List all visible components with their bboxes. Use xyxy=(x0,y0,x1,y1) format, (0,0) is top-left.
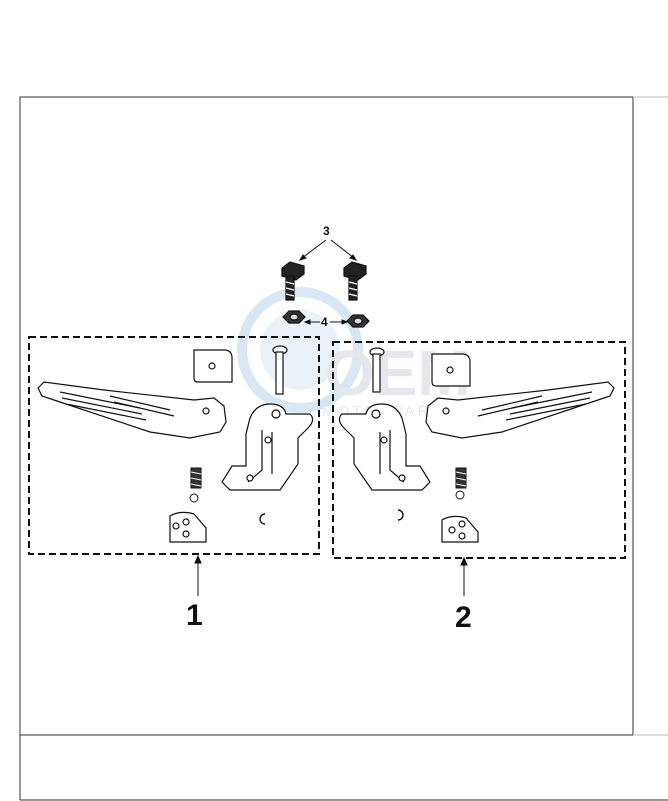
group-1-label: 1 xyxy=(186,599,203,632)
group-box-1 xyxy=(28,336,320,555)
spring-right xyxy=(455,467,467,489)
pin-right xyxy=(369,347,385,393)
group-2-leader xyxy=(460,556,468,596)
cover-plate-left xyxy=(193,349,233,383)
group-2-label: 2 xyxy=(455,601,472,634)
callout-4-leaders xyxy=(303,319,349,325)
group-1-leader xyxy=(194,554,202,596)
nut-right xyxy=(346,314,370,328)
plate-left xyxy=(169,511,207,543)
ball-left xyxy=(189,493,199,503)
callout-4-label: 4 xyxy=(321,315,328,329)
callout-3-leaders xyxy=(298,239,358,261)
ball-right xyxy=(455,490,465,500)
pin-left xyxy=(272,345,288,395)
nut-left xyxy=(282,310,306,324)
bolt-left xyxy=(281,261,305,301)
group-box-2 xyxy=(332,341,626,559)
bracket-left xyxy=(221,403,314,491)
bracket-right xyxy=(338,403,431,491)
footrest-left xyxy=(37,381,227,439)
clip-left xyxy=(259,513,266,525)
spring-left xyxy=(190,467,202,489)
cover-plate-right xyxy=(431,353,471,387)
footrest-right xyxy=(425,381,615,439)
clip-right xyxy=(397,509,404,521)
bolt-right xyxy=(343,261,367,301)
diagram-frame xyxy=(19,96,668,801)
plate-right xyxy=(441,515,479,543)
callout-3-label: 3 xyxy=(323,224,330,238)
